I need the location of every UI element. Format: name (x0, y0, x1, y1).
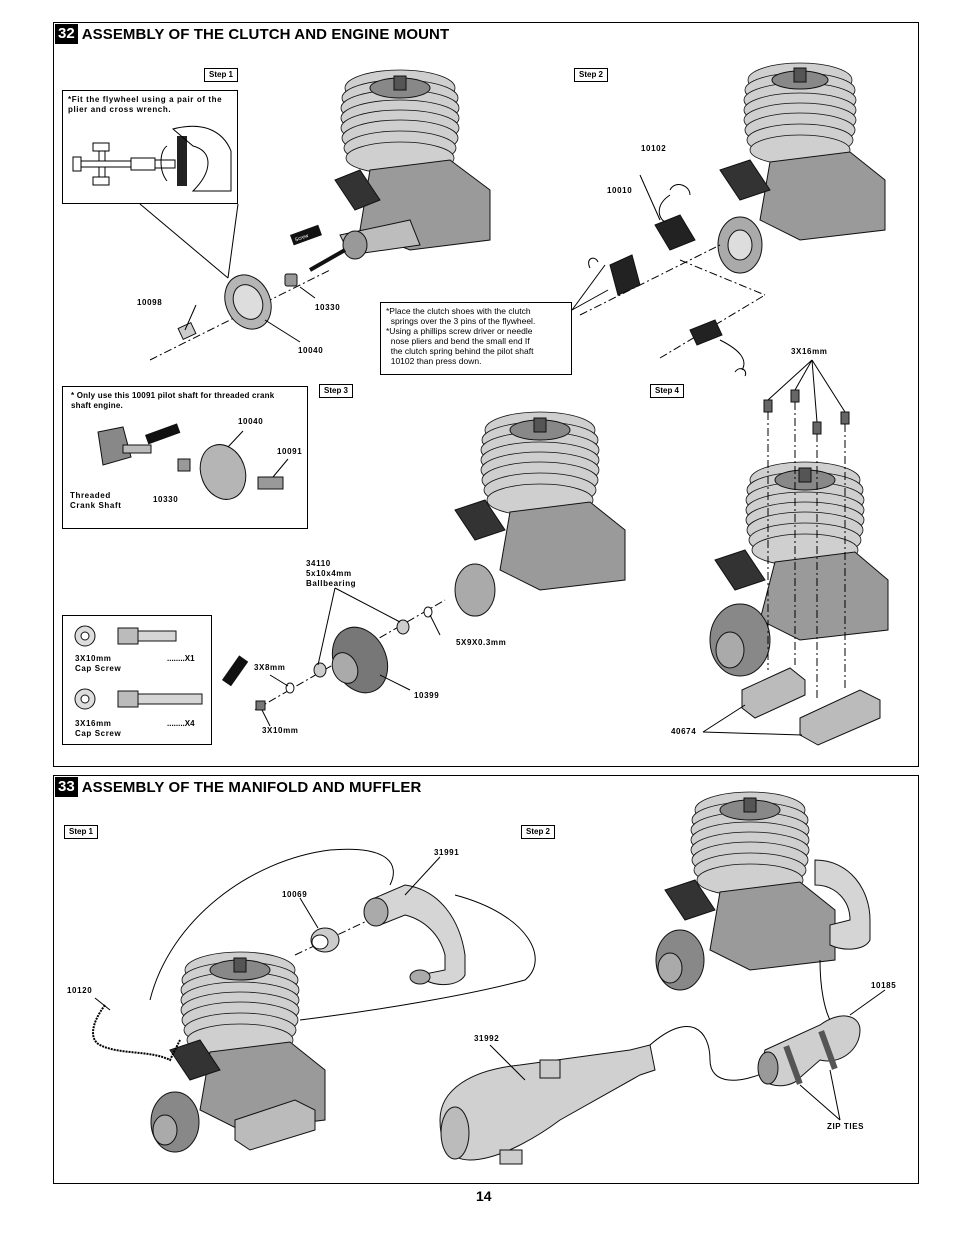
section-33-panel (53, 775, 919, 1184)
legend-2-name-2: Cap Screw (75, 729, 122, 738)
legend-1-qty: ........X1 (167, 654, 195, 663)
pilot-shaft-note-box: * Only use this 10091 pilot shaft for th… (62, 386, 308, 529)
flywheel-note-line-2: plier and cross wrench. (68, 105, 172, 114)
label-10098: 10098 (137, 298, 163, 307)
pilot-note-line-1: * Only use this 10091 pilot shaft for th… (71, 391, 275, 400)
label-s3-10040: 10040 (238, 417, 264, 426)
label-threaded-2: Crank Shaft (70, 501, 122, 510)
section-33-heading: 33 ASSEMBLY OF THE MANIFOLD AND MUFFLER (55, 777, 421, 797)
legend-2-qty: ........X4 (167, 719, 195, 728)
label-10185: 10185 (871, 981, 897, 990)
label-threaded-1: Threaded (70, 491, 111, 500)
step-2-tag: Step 2 (574, 68, 609, 82)
clutch-note-line-5: the clutch spring behind the pilot shaft (386, 346, 534, 356)
section-33-title: ASSEMBLY OF THE MANIFOLD AND MUFFLER (81, 778, 422, 796)
label-bearing-2: 5x10x4mm (306, 569, 352, 578)
page-number: 14 (476, 1188, 492, 1204)
label-10102: 10102 (641, 144, 667, 153)
label-washer: 5X9X0.3mm (456, 638, 507, 647)
pilot-shaft-illustration (97, 423, 289, 500)
clutch-note-line-3: *Using a phillips screw driver or needle (386, 326, 533, 336)
label-40674: 40674 (671, 727, 697, 736)
legend-1-name-1: 3X10mm (75, 654, 112, 663)
clutch-note-box: *Place the clutch shoes with the clutch … (380, 302, 572, 375)
legend-2-name-1: 3X16mm (75, 719, 112, 728)
label-s3-10330: 10330 (153, 495, 179, 504)
label-bearing-1: 34110 (306, 559, 331, 568)
section-32-title: ASSEMBLY OF THE CLUTCH AND ENGINE MOUNT (81, 25, 450, 43)
section-33-number: 33 (55, 777, 78, 797)
section-32-heading: 32 ASSEMBLY OF THE CLUTCH AND ENGINE MOU… (55, 24, 449, 44)
step-1-tag: Step 1 (204, 68, 239, 82)
clutch-note-line-4: nose pliers and bend the small end If (386, 336, 530, 346)
flywheel-note-line-1: *Fit the flywheel using a pair of the (68, 95, 223, 104)
cap-screw-icons (74, 625, 203, 710)
label-10330: 10330 (315, 303, 341, 312)
label-s3-10091: 10091 (277, 447, 303, 456)
clutch-note-line-2: springs over the 3 pins of the flywheel. (386, 316, 536, 326)
label-10399: 10399 (414, 691, 440, 700)
label-10120: 10120 (67, 986, 93, 995)
s33-step-1-tag: Step 1 (64, 825, 99, 839)
label-3x16: 3X16mm (791, 347, 828, 356)
step-3-tag: Step 3 (319, 384, 354, 398)
label-3x10: 3X10mm (262, 726, 299, 735)
cross-wrench-illustration (72, 125, 232, 192)
parts-legend-box: 3X10mm Cap Screw ........X1 3X16mm Cap S… (62, 615, 212, 745)
label-10040: 10040 (298, 346, 324, 355)
label-3x8: 3X8mm (254, 663, 286, 672)
label-zip-ties: ZIP TIES (827, 1122, 865, 1131)
label-10069: 10069 (282, 890, 308, 899)
label-31992: 31992 (474, 1034, 500, 1043)
label-10010: 10010 (607, 186, 633, 195)
legend-1-name-2: Cap Screw (75, 664, 122, 673)
clutch-note-line-6: 10102 than press down. (386, 356, 482, 366)
section-32-number: 32 (55, 24, 78, 44)
clutch-note-line-1: *Place the clutch shoes with the clutch (386, 306, 531, 316)
s33-step-2-tag: Step 2 (521, 825, 556, 839)
pilot-note-line-2: shaft engine. (71, 401, 123, 410)
label-bearing-3: Ballbearing (306, 579, 357, 588)
label-31991: 31991 (434, 848, 460, 857)
step-4-tag: Step 4 (650, 384, 685, 398)
flywheel-note-box: *Fit the flywheel using a pair of the pl… (62, 90, 238, 204)
